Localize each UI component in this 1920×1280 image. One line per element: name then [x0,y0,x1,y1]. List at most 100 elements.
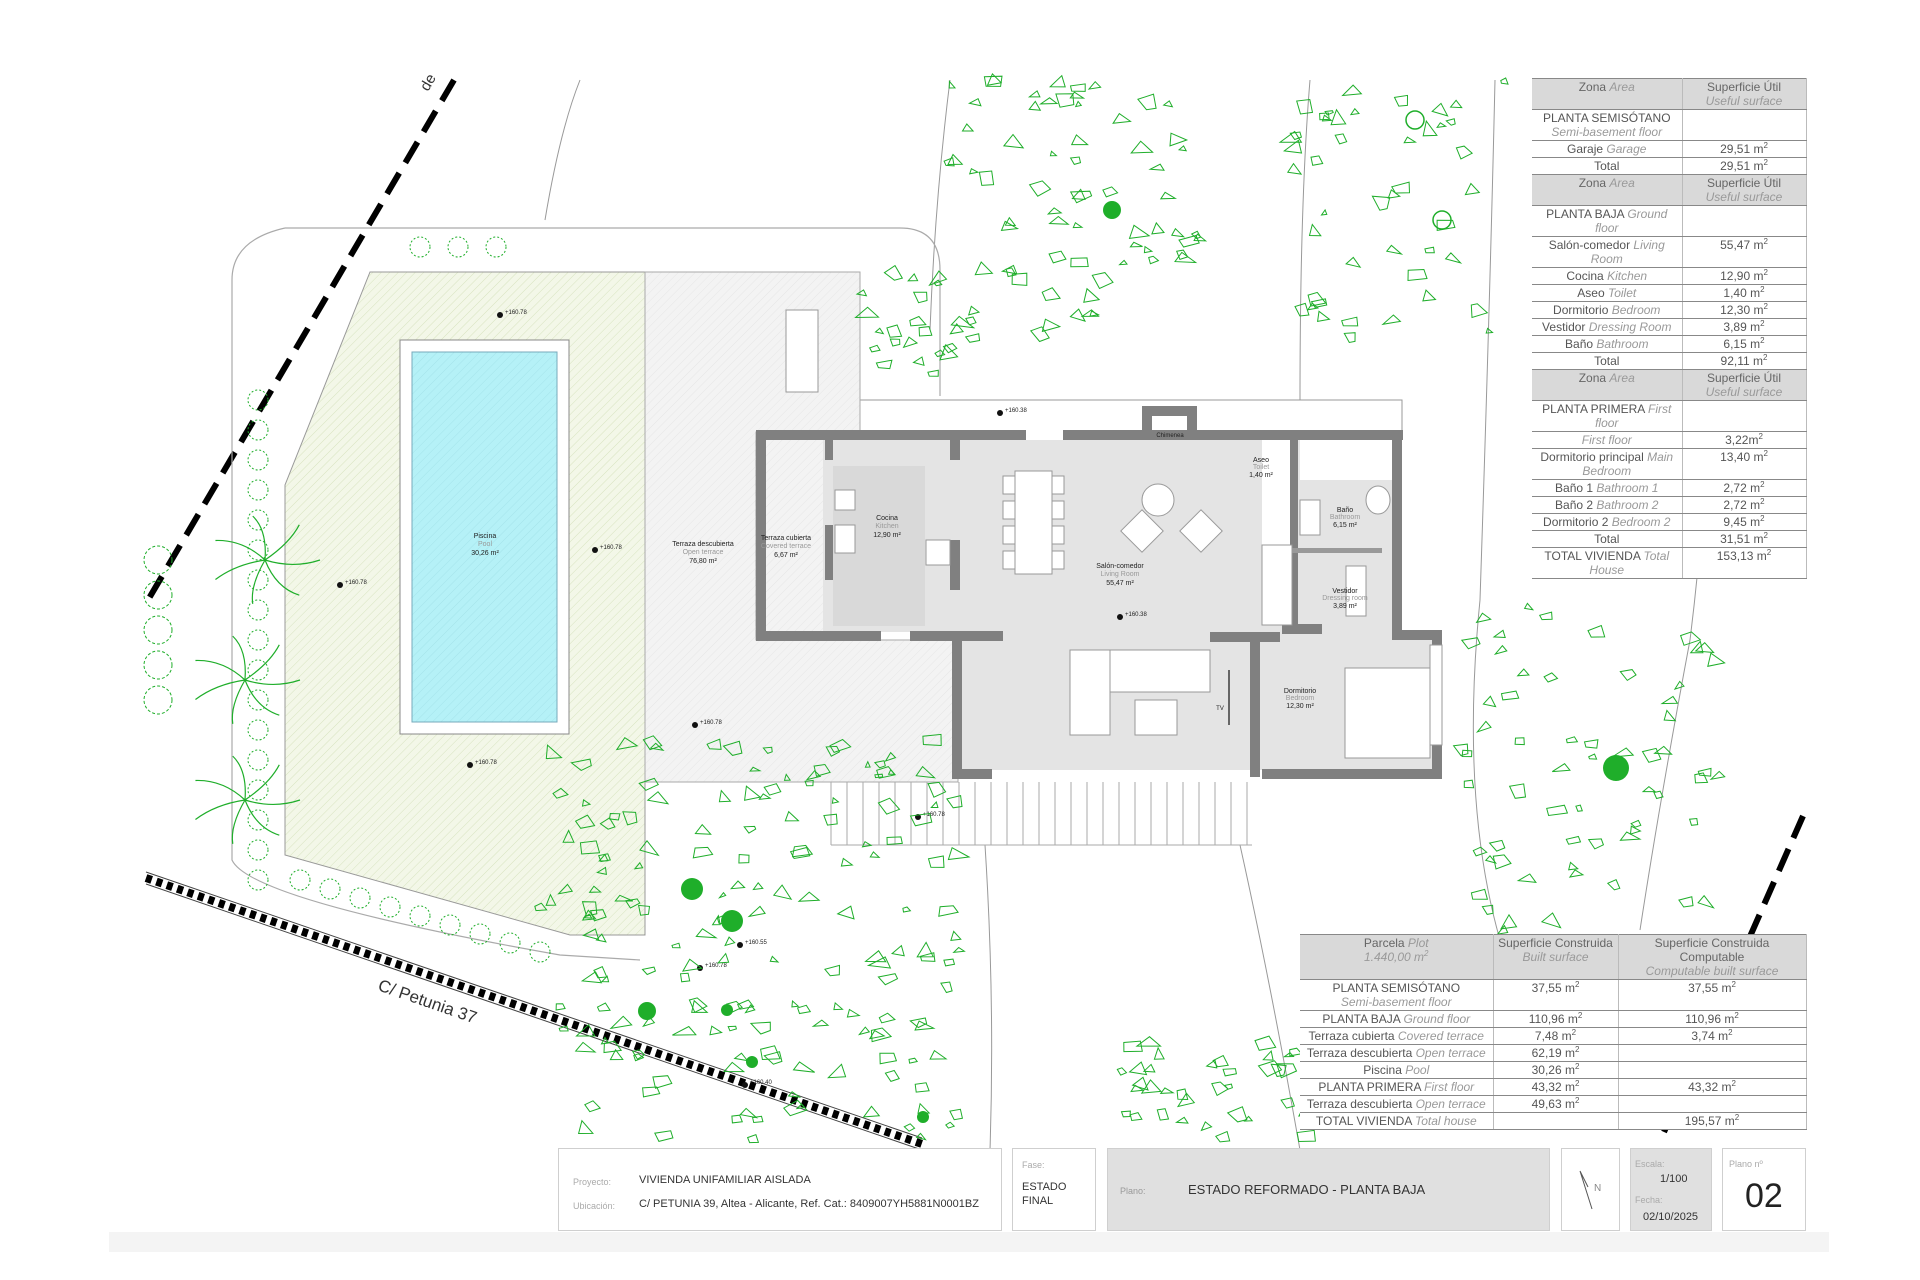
leaf-shape [965,316,977,326]
svg-text:Dormitorio: Dormitorio [1284,688,1316,695]
leaf-shape [1629,825,1642,835]
leaf-shape [1689,640,1704,654]
leaf-shape [928,270,948,287]
svg-text:+160.78: +160.78 [475,760,498,766]
leaf-shape [1143,245,1154,254]
svg-text:Toilet: Toilet [1253,464,1269,471]
leaf-shape [840,857,854,867]
tree-outline-icon [1405,110,1425,130]
svg-text:Kitchen: Kitchen [875,523,898,530]
leaf-shape [1484,855,1498,864]
leaf-shape [1588,753,1598,760]
leaf-shape [600,975,610,983]
plan-title: ESTADO REFORMADO - PLANTA BAJA [1188,1182,1426,1197]
leaf-shape [1028,100,1042,111]
leaf-shape [642,1016,656,1028]
leaf-shape [805,769,822,781]
leaf-shape [599,817,616,830]
leaf-shape [1371,195,1391,211]
tree-icon [1603,755,1629,781]
leaf-shape [1552,763,1571,773]
phase-line-1: ESTADO [1022,1181,1067,1193]
leaf-shape [738,853,750,864]
leaf-shape [1000,220,1020,231]
leaf-shape [877,973,899,986]
leaf-shape [1488,839,1506,852]
leaf-shape [1222,1068,1237,1077]
shrub-icon [143,545,173,575]
leaf-shape [631,1049,646,1060]
leaf-shape [1069,308,1086,322]
leaf-shape [751,1115,764,1124]
svg-text:Bathroom: Bathroom [1330,514,1361,521]
svg-text:+160.78: +160.78 [705,963,728,969]
leaf-shape [1381,314,1402,326]
leaf-shape [588,885,602,893]
leaf-shape [1310,298,1328,308]
leaf-shape [1176,1088,1189,1101]
leaf-shape [639,839,660,857]
leaf-shape [772,884,793,900]
svg-text:+160.78: +160.78 [345,580,368,586]
leaf-shape [614,894,634,902]
leaf-shape [791,844,814,858]
svg-text:Terraza cubierta: Terraza cubierta [761,535,811,542]
leaf-shape [1619,831,1642,841]
leaf-shape [1089,310,1101,317]
shrub-icon [143,650,173,680]
leaf-shape [638,777,660,791]
leaf-shape [967,97,982,107]
level-marker: +160.55 [737,940,768,948]
leaf-shape [598,853,611,863]
leaf-shape [731,1114,744,1124]
leaf-shape [1385,244,1404,255]
leaf-shape [691,999,709,1013]
leaf-shape [811,1019,830,1027]
leaf-shape [929,1049,948,1060]
leaf-shape [949,1108,964,1121]
leaf-shape [1142,1063,1156,1073]
leaf-shape [927,855,945,868]
shrub-icon [349,887,371,909]
leaf-shape [1688,817,1699,826]
leaf-shape [879,1052,898,1065]
leaf-shape [967,305,981,316]
leaf-shape [633,1053,645,1062]
leaf-shape [949,322,965,335]
leaf-shape [1069,91,1086,99]
date-value: 02/10/2025 [1643,1211,1699,1223]
leaf-shape [950,930,962,941]
leaf-shape [1481,904,1494,915]
leaf-shape [557,883,574,895]
leaf-shape [1153,1046,1165,1060]
leaf-shape [1087,80,1102,90]
leaf-shape [1492,854,1512,870]
leaf-shape [1131,1076,1149,1091]
svg-text:Open terrace: Open terrace [683,549,724,556]
leaf-shape [737,999,755,1010]
leaf-shape [1407,268,1428,282]
leaf-shape [552,787,569,799]
leaf-shape [1046,207,1063,215]
leaf-shape [1296,98,1314,115]
leaf-shape [792,1061,815,1073]
leaf-shape [1679,631,1702,646]
leaf-shape [918,326,933,337]
palm-tree-icon [195,755,301,844]
leaf-shape [1320,208,1328,216]
leaf-shape [947,846,971,861]
leaf-shape [1294,302,1310,317]
leaf-shape [1321,114,1333,122]
leaf-shape [622,811,638,826]
